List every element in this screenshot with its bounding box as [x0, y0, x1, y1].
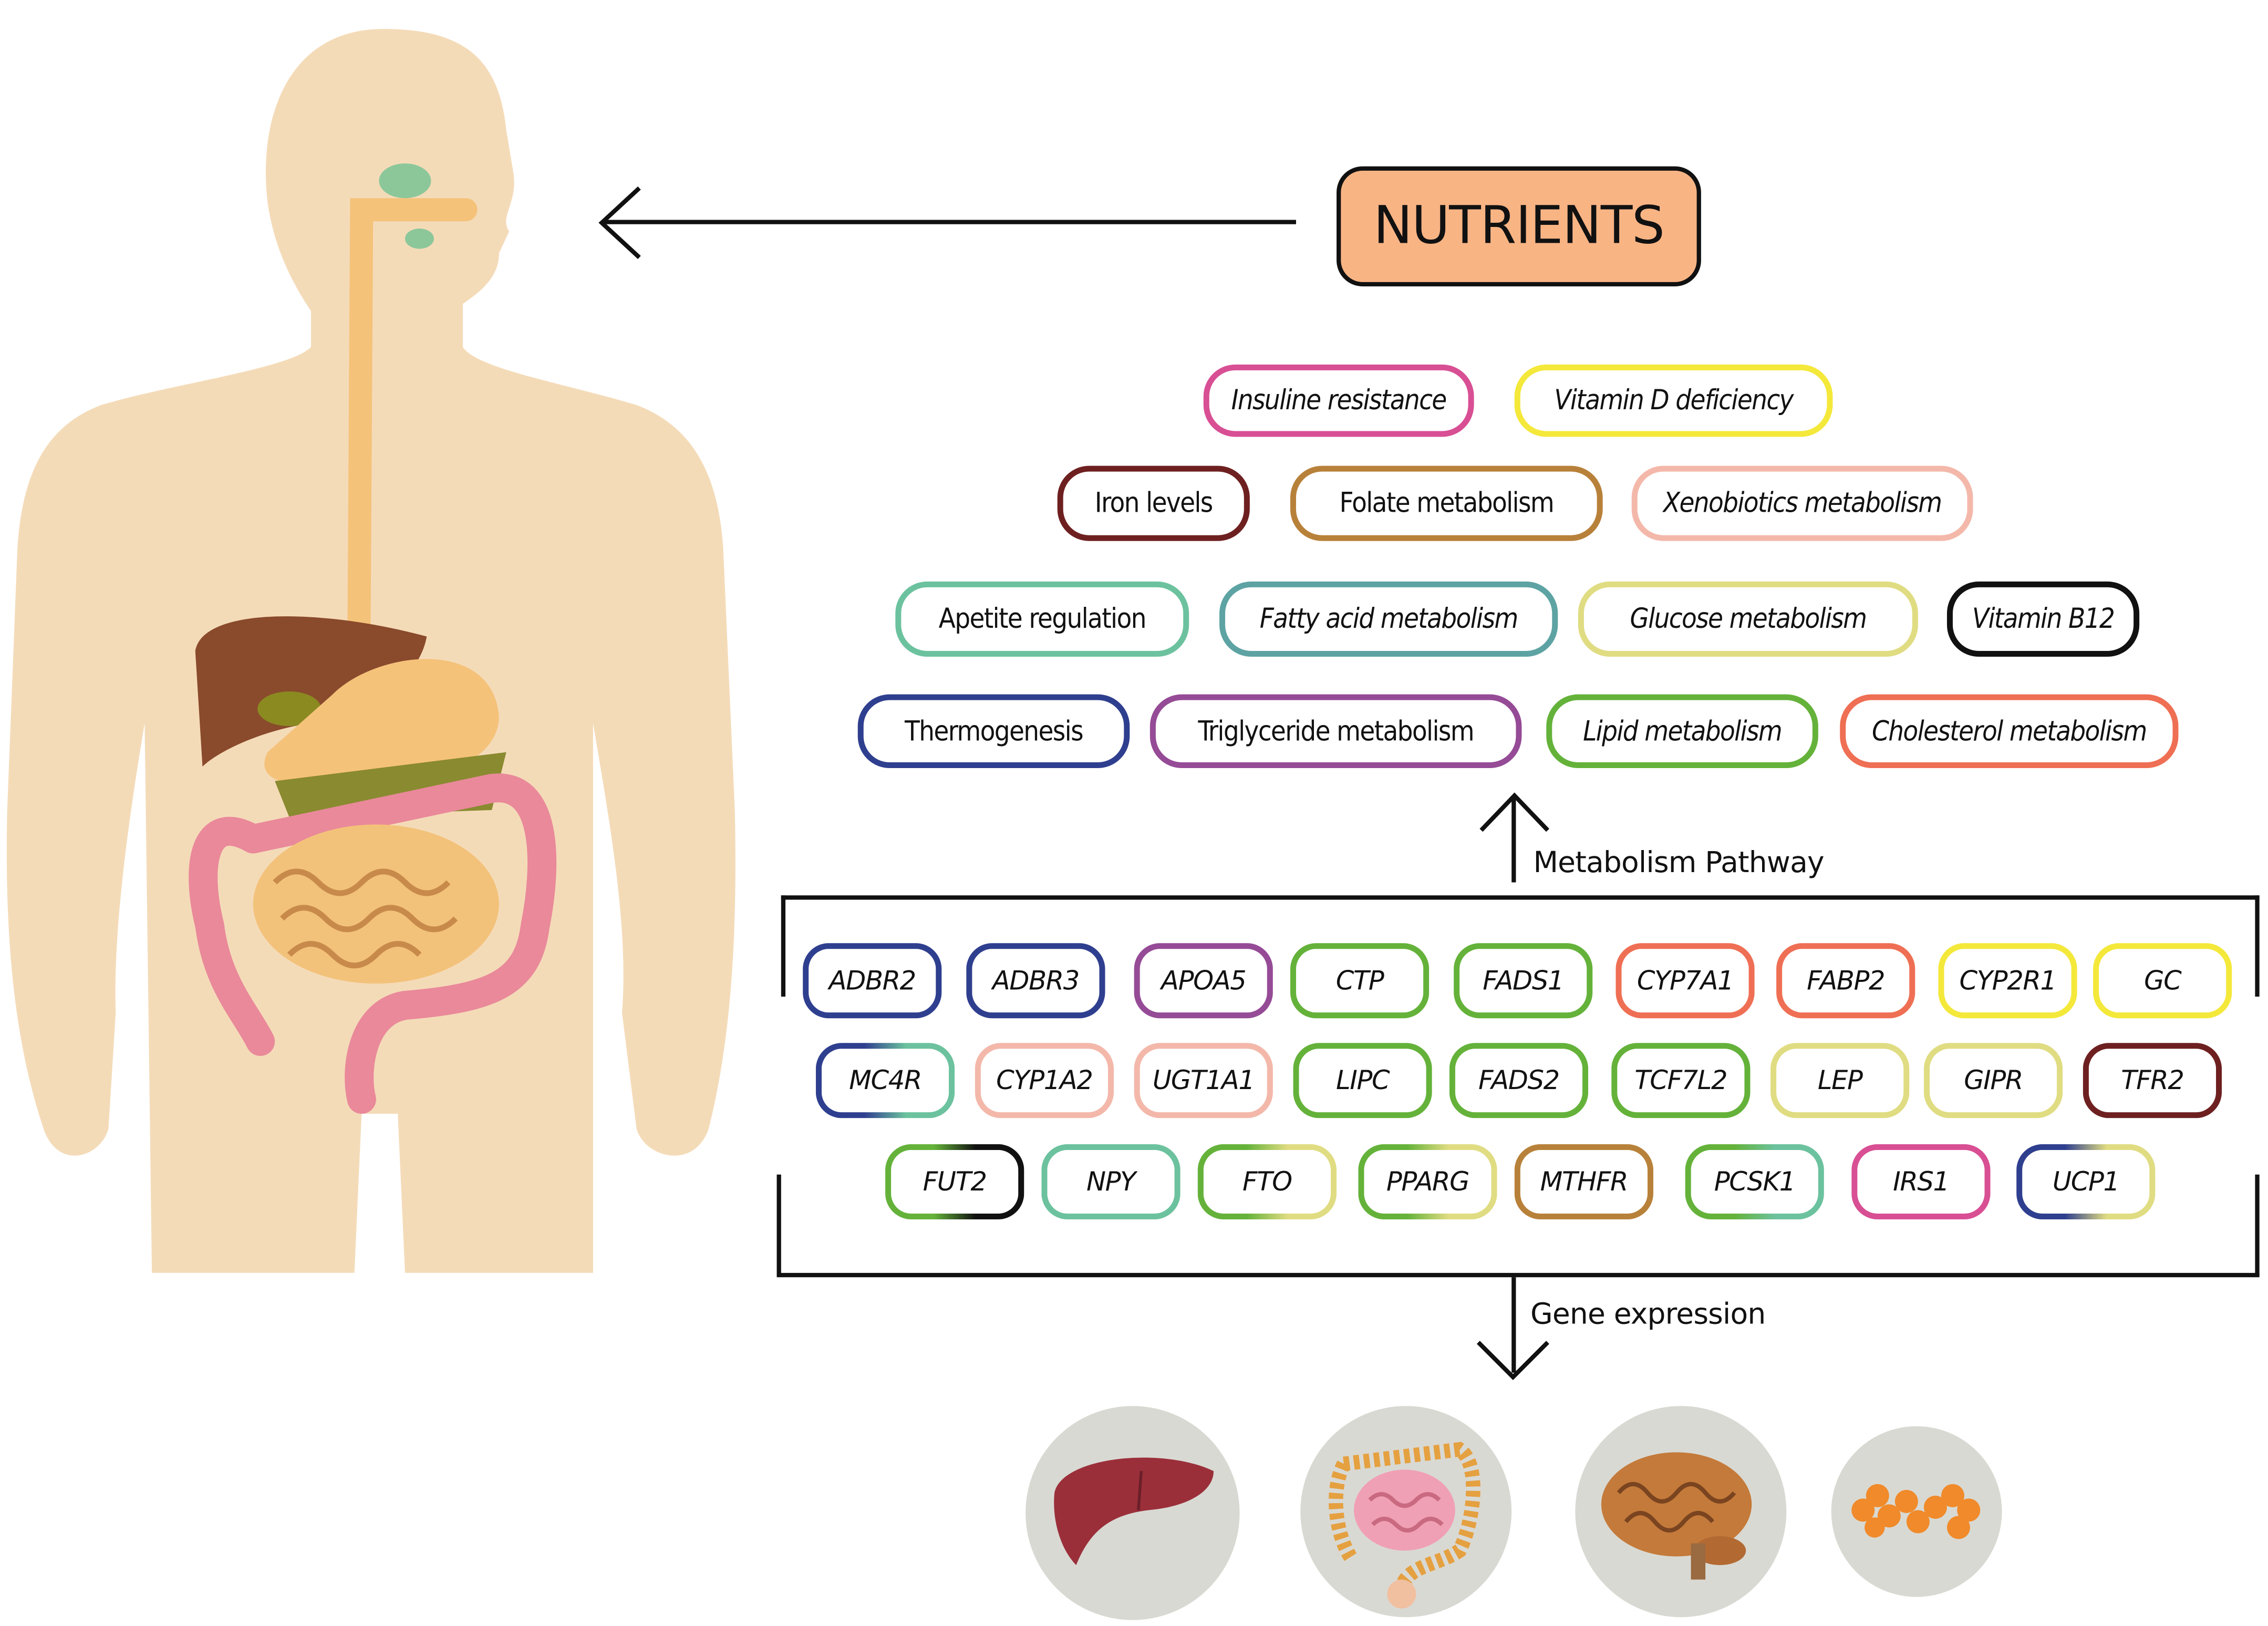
- nutrients-label: NUTRIENTS: [1373, 196, 1665, 256]
- gene-cyp1a2: CYP1A2: [975, 1043, 1114, 1118]
- pathway-lipid-metabolism: Lipid metabolism: [1546, 694, 1818, 769]
- gene-tcf7l2: TCF7L2: [1611, 1043, 1750, 1118]
- intestine-icon: [1300, 1406, 1512, 1618]
- gene-pparg: PPARG: [1358, 1144, 1497, 1219]
- gene-gc: GC: [2093, 943, 2232, 1018]
- arrow-down-icon: [1476, 1341, 1549, 1380]
- gene-npy: NPY: [1041, 1144, 1180, 1219]
- pathway-vitamin-d-deficiency: Vitamin D deficiency: [1514, 364, 1833, 437]
- pathway-thermogenesis: Thermogenesis: [857, 694, 1130, 769]
- liver-shape: [195, 616, 427, 767]
- gene-ctp: CTP: [1290, 943, 1429, 1018]
- pathway-fatty-acid-metabolism: Fatty acid metabolism: [1219, 581, 1558, 657]
- intestine-folds: [273, 868, 458, 969]
- down-arrow-line: [1511, 1277, 1516, 1373]
- gene-ugt1a1: UGT1A1: [1134, 1043, 1273, 1118]
- gene-cyp7a1: CYP7A1: [1615, 943, 1754, 1018]
- pathway-vitamin-b12: Vitamin B12: [1946, 581, 2140, 657]
- gene-lipc: LIPC: [1293, 1043, 1432, 1118]
- arrow-up-icon: [1479, 792, 1550, 832]
- pathway-iron-levels: Iron levels: [1057, 465, 1250, 541]
- pathway-xenobiotics-metabolism: Xenobiotics metabolism: [1631, 465, 1973, 541]
- liver-icon: [1026, 1406, 1240, 1620]
- sinus-shape: [379, 163, 431, 199]
- gene-fut2: FUT2: [885, 1144, 1024, 1219]
- gene-mc4r: MC4R: [816, 1043, 955, 1118]
- gene-tfr2: TFR2: [2083, 1043, 2222, 1118]
- gene-adbr2: ADBR2: [803, 943, 941, 1018]
- pathway-cholesterol-metabolism: Cholesterol metabolism: [1840, 694, 2179, 769]
- human-body-illustration: [6, 29, 736, 1273]
- stomach-shape: [264, 659, 499, 789]
- gene-expression-label: Gene expression: [1530, 1296, 1766, 1331]
- pathway-triglyceride-metabolism: Triglyceride metabolism: [1149, 694, 1522, 769]
- pathway-insuline-resistance: Insuline resistance: [1203, 364, 1474, 437]
- gene-ucp1: UCP1: [2016, 1144, 2155, 1219]
- gene-cyp2r1: CYP2R1: [1938, 943, 2077, 1018]
- gene-irs1: IRS1: [1851, 1144, 1990, 1219]
- gene-fabp2: FABP2: [1776, 943, 1915, 1018]
- nutrients-box: NUTRIENTS: [1337, 166, 1701, 287]
- up-arrow-line: [1511, 798, 1516, 883]
- brain-icon: [1575, 1406, 1787, 1618]
- gene-mthfr: MTHFR: [1515, 1144, 1653, 1219]
- gene-apoa5: APOA5: [1134, 943, 1273, 1018]
- esophagus: [347, 198, 478, 692]
- adipose-tissue-icon: [1831, 1426, 2002, 1597]
- pathway-glucose-metabolism: Glucose metabolism: [1578, 581, 1918, 657]
- gallbladder-shape: [257, 691, 322, 727]
- pathway-folate-metabolism: Folate metabolism: [1290, 465, 1603, 541]
- small-intestine-shape: [253, 824, 499, 984]
- gene-fto: FTO: [1198, 1144, 1337, 1219]
- throat-shape: [405, 229, 434, 249]
- gene-fads1: FADS1: [1454, 943, 1592, 1018]
- gene-lep: LEP: [1770, 1043, 1909, 1118]
- pathway-apetite-regulation: Apetite regulation: [895, 581, 1189, 657]
- gene-gipr: GIPR: [1924, 1043, 2063, 1118]
- arrow-left-icon: [598, 186, 641, 260]
- metabolism-pathway-label: Metabolism Pathway: [1533, 844, 1824, 880]
- nutrients-arrow-line: [604, 220, 1296, 224]
- gene-pcsk1: PCSK1: [1685, 1144, 1824, 1219]
- large-intestine-shape: [189, 773, 557, 1114]
- gene-adbr3: ADBR3: [966, 943, 1105, 1018]
- gene-fads2: FADS2: [1449, 1043, 1588, 1118]
